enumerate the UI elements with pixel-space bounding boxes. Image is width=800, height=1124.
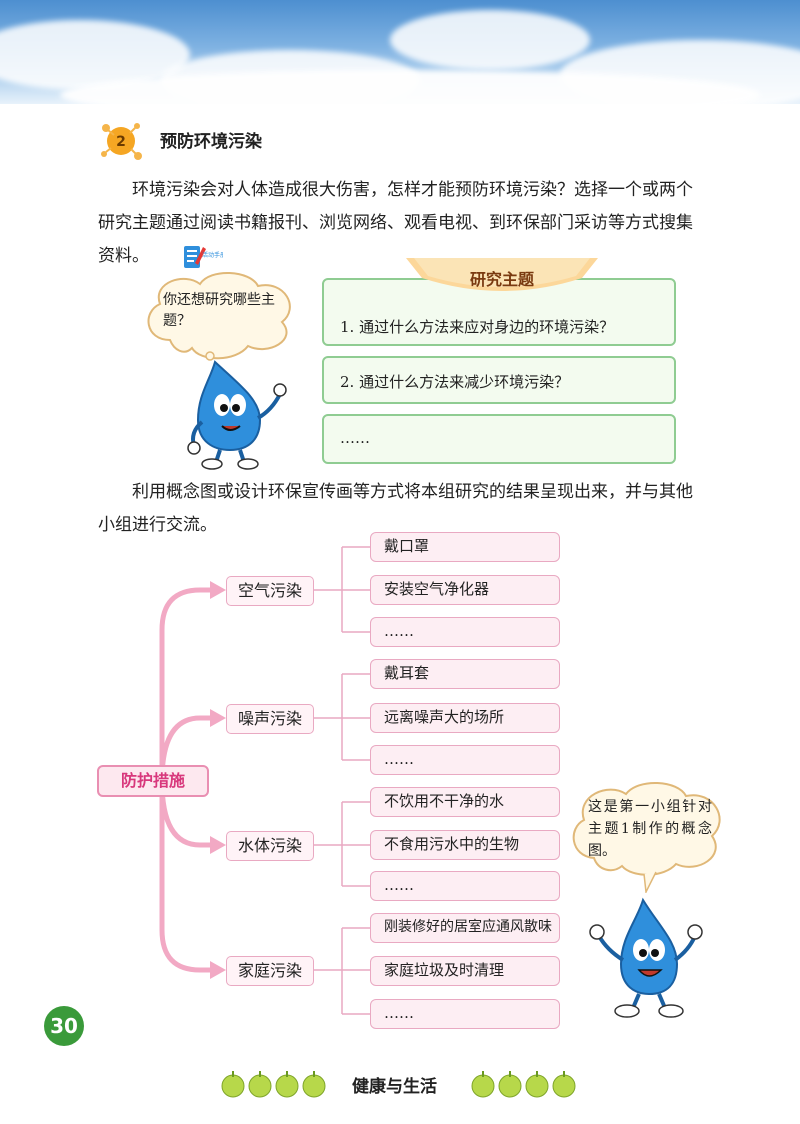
topic-item: 1. 通过什么方法来应对身边的环境污染？ <box>340 318 615 336</box>
leaf-item: 家庭垃圾及时清理 <box>370 956 560 986</box>
topic-item: …… <box>340 429 370 447</box>
leaf-item: …… <box>370 745 560 775</box>
leaf-item: 远离噪声大的场所 <box>370 703 560 733</box>
topics-header-badge <box>406 258 598 291</box>
intro-text: 环境污染会对人体造成很大伤害，怎样才能预防环境污染？选择一个或两个研究主题通过阅… <box>98 180 693 266</box>
topic-item: 2. 通过什么方法来减少环境污染？ <box>340 373 570 391</box>
handbook-icon: 活动手册 <box>149 243 226 271</box>
cloud <box>60 70 760 104</box>
result-paragraph: 利用概念图或设计环保宣传画等方式将本组研究的结果呈现出来，并与其他小组进行交流。 <box>98 482 693 535</box>
leaf-item: …… <box>370 871 560 901</box>
category-air-pollution: 空气污染 <box>226 576 314 606</box>
thought-bubble <box>572 781 721 893</box>
intro-paragraph: 环境污染会对人体造成很大伤害，怎样才能预防环境污染？选择一个或两个研究主题通过阅… <box>98 174 702 273</box>
category-water-pollution: 水体污染 <box>226 831 314 861</box>
leaf-item: 戴口罩 <box>370 532 560 562</box>
topic-box-2: 2. 通过什么方法来减少环境污染？ <box>322 356 676 404</box>
category-noise-pollution: 噪声污染 <box>226 704 314 734</box>
topic-box-3: …… <box>322 414 676 464</box>
cloud <box>390 10 590 70</box>
leaf-item: …… <box>370 999 560 1029</box>
page-number-badge: 30 <box>44 1006 84 1046</box>
leaf-item: 不饮用不干净的水 <box>370 787 560 817</box>
category-household-pollution: 家庭污染 <box>226 956 314 986</box>
apple-row-icon <box>471 1071 576 1098</box>
section-title: 预防环境污染 <box>160 132 262 152</box>
sky-banner <box>0 0 800 104</box>
leaf-item: 安装空气净化器 <box>370 575 560 605</box>
footer-title: 健康与生活 <box>352 1077 437 1097</box>
leaf-item: 不食用污水中的生物 <box>370 830 560 860</box>
concept-root-protection-measures: 防护措施 <box>97 765 209 797</box>
topic-box-1: 1. 通过什么方法来应对身边的环境污染？ <box>322 278 676 346</box>
water-drop-mascot-icon <box>589 897 703 1018</box>
leaf-item: 刚装修好的居室应通风散味 <box>370 913 560 943</box>
leaf-item: …… <box>370 617 560 647</box>
topics-header: 研究主题 <box>469 270 534 289</box>
bubble-note: 这是第一小组针对主题1制作的概念图。 <box>588 799 712 859</box>
apple-row-icon <box>221 1071 326 1098</box>
handbook-label: 活动手册 <box>202 251 223 259</box>
water-drop-mascot-icon <box>187 360 287 470</box>
section-badge-icon: 2 <box>101 123 142 160</box>
section-number: 2 <box>116 134 126 150</box>
leaf-item: 戴耳套 <box>370 659 560 689</box>
bubble-question: 你还想研究哪些主题？ <box>163 292 275 329</box>
thought-bubble <box>147 271 291 361</box>
